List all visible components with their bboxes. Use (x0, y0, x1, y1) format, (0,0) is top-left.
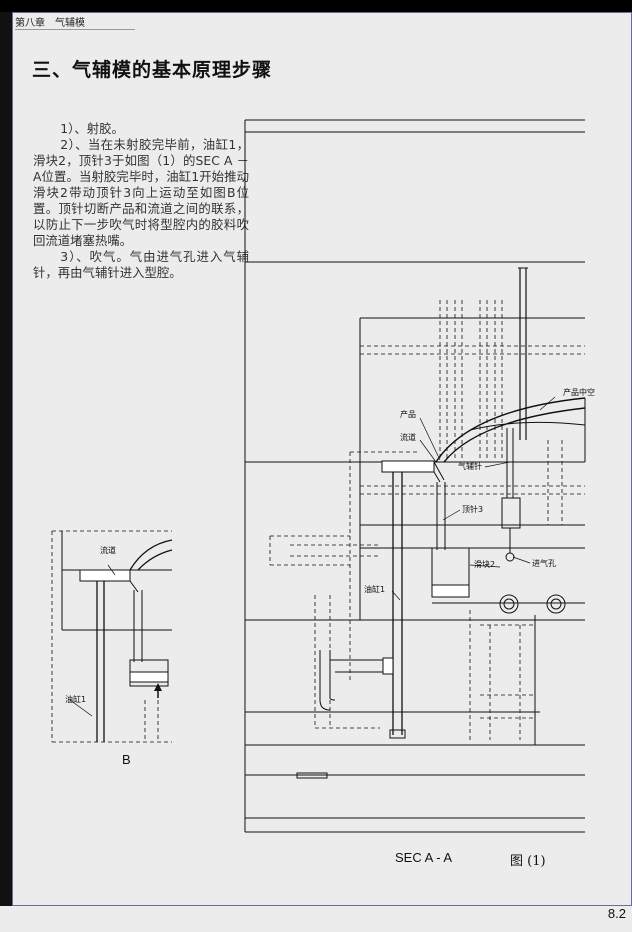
label-slider: 滑块2 (474, 559, 495, 569)
section-caption: SEC A - A (395, 850, 453, 865)
label-gas-needle: 气辅针 (458, 461, 482, 471)
detail-caption: B (122, 752, 131, 767)
label-cylinder: 油缸1 (364, 584, 385, 594)
chapter-header: 第八章 气辅模 (15, 14, 135, 30)
body-text: 1）、射胶。 2）、当在未射胶完毕前，油缸1，滑块2，顶针3于如图（1）的SEC… (33, 121, 249, 281)
figure-caption: 图 (1) (510, 854, 546, 869)
detail-label-cylinder: 油缸1 (65, 694, 86, 704)
document-page: 第八章 气辅模 三、气辅模的基本原理步骤 1）、射胶。 2）、当在未射胶完毕前，… (12, 12, 632, 906)
window-top-bar (0, 0, 632, 12)
paragraph-1: 1）、射胶。 (60, 121, 124, 136)
mold-drawing: 产品中空 产品 流道 气辅针 顶针3 滑块2 进气孔 油缸1 流道 油缸1 (51, 119, 595, 833)
label-gas-inlet: 进气孔 (532, 558, 556, 568)
detail-label-runner: 流道 (100, 545, 116, 555)
label-ejector: 顶针3 (462, 504, 483, 514)
section-title: 三、气辅模的基本原理步骤 (32, 59, 273, 81)
footer-bar (0, 906, 632, 932)
label-runner: 流道 (400, 432, 416, 442)
paragraph-2: 2）、当在未射胶完毕前，油缸1，滑块2，顶针3于如图（1）的SEC A － A位… (33, 137, 249, 248)
page-number: 8.2 (607, 906, 626, 921)
paragraph-3: 3）、吹气。气由进气孔进入气辅针，再由气辅针进入型腔。 (33, 249, 249, 280)
label-product-hollow: 产品中空 (563, 387, 595, 397)
label-product: 产品 (400, 409, 416, 419)
